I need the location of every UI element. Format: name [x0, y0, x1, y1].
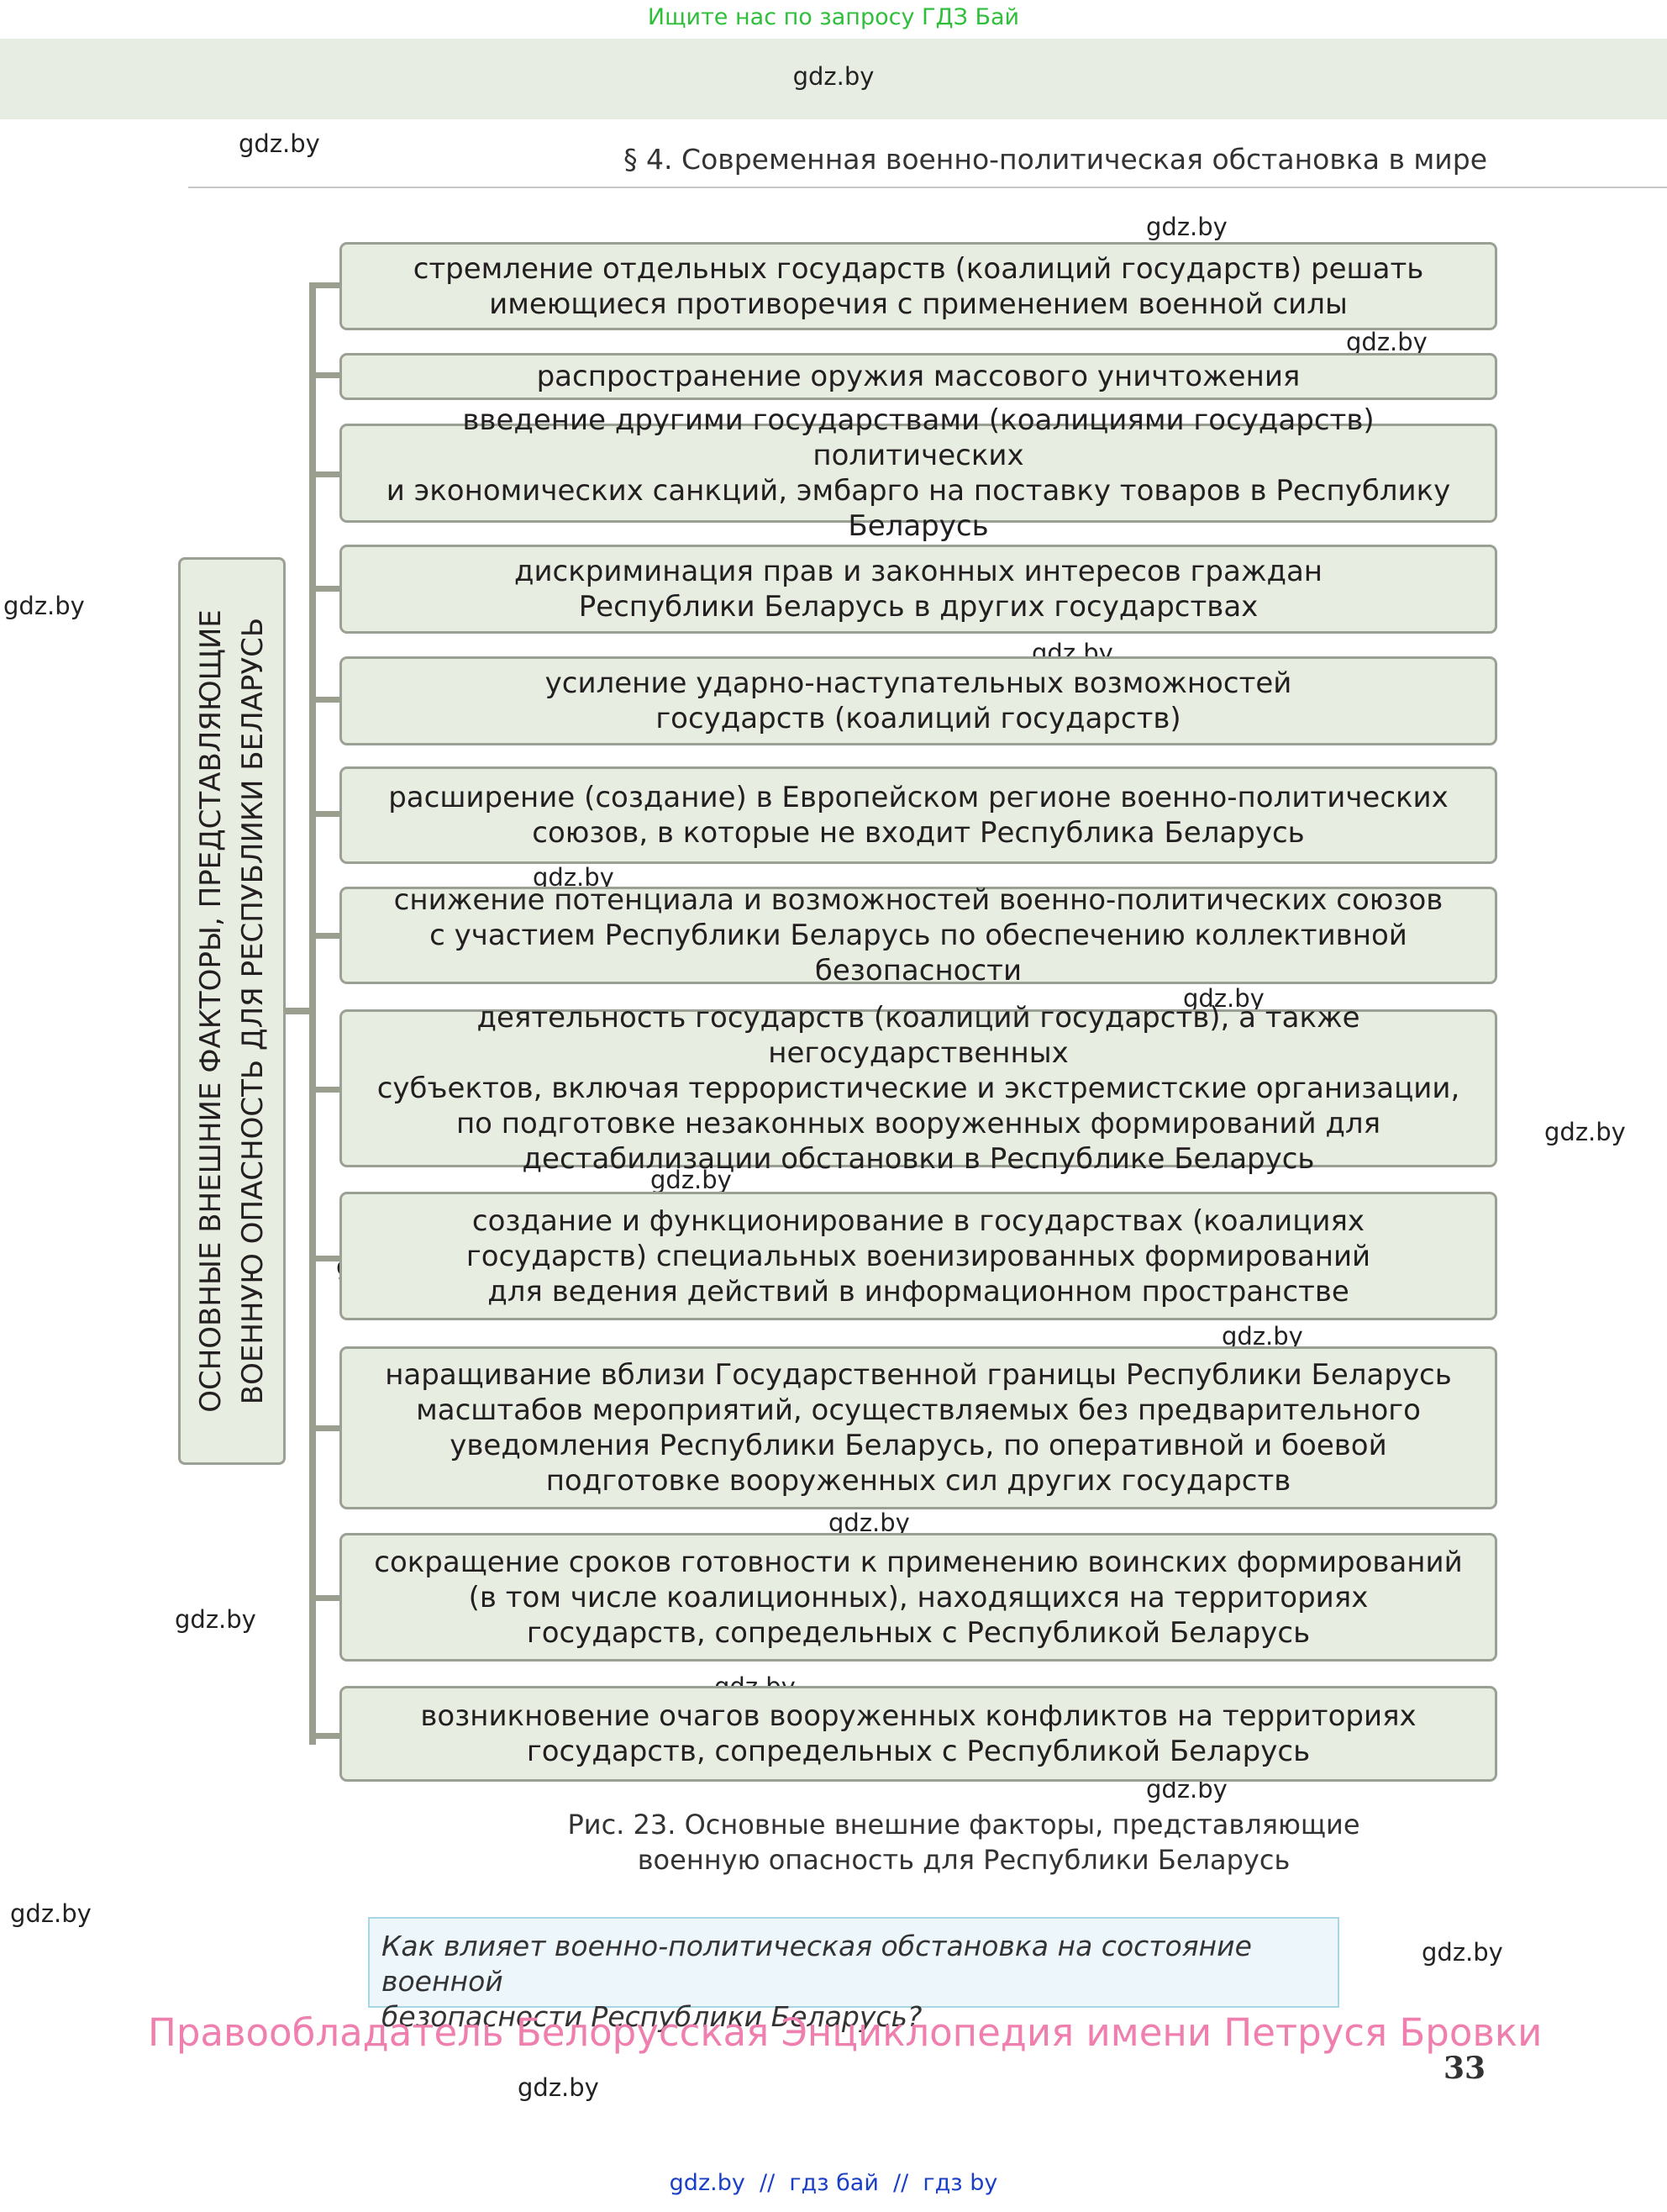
diagram-connector-stub — [286, 1008, 313, 1014]
diagram-connector-tick — [313, 1595, 341, 1601]
copyright-holder: Правообладатель Белорусская Энциклопедия… — [148, 2010, 1543, 2055]
figure-caption: Рис. 23. Основные внешние факторы, предс… — [567, 1809, 1360, 1876]
factor-text: снижение потенциала и возможностей военн… — [393, 883, 1444, 988]
factor-text: дискриминация прав и законных интересов … — [513, 555, 1323, 624]
watermark: gdz.by — [1544, 1118, 1626, 1146]
watermark: gdz.by — [175, 1605, 256, 1634]
watermark: gdz.by — [518, 2073, 599, 2102]
diagram-connector-tick — [313, 282, 341, 288]
top-banner[interactable]: Ищите нас по запросу ГДЗ Бай — [647, 4, 1020, 30]
factor-box: сокращение сроков готовности к применени… — [339, 1533, 1497, 1662]
watermark: gdz.by — [10, 1899, 92, 1928]
watermark: gdz.by — [828, 1509, 910, 1537]
factor-box: дискриминация прав и законных интересов … — [339, 545, 1497, 634]
factor-box: усиление ударно-наступательных возможнос… — [339, 656, 1497, 745]
factor-text: возникновение очагов вооруженных конфлик… — [420, 1699, 1417, 1768]
question-text: Как влияет военно-политическая обстановк… — [381, 1930, 1252, 2033]
factor-text: создание и функционирование в государств… — [465, 1203, 1371, 1309]
question-box: Как влияет военно-политическая обстановк… — [368, 1917, 1339, 2033]
diagram-connector-tick — [313, 697, 341, 703]
factor-text: распространение оружия массового уничтож… — [536, 360, 1301, 393]
header-site-bar[interactable]: gdz.by — [0, 39, 1667, 119]
factor-text: деятельность государств (коалиций госуда… — [376, 1001, 1460, 1176]
factor-text: расширение (создание) в Европейском реги… — [388, 781, 1449, 850]
watermark: gdz.by — [650, 1166, 732, 1194]
factor-box: создание и функционирование в государств… — [339, 1192, 1497, 1320]
page-number: 33 — [1444, 2051, 1486, 2086]
diagram-connector-tick — [313, 586, 341, 592]
diagram-connector-tick — [313, 1256, 341, 1261]
diagram-connector-tick — [313, 1087, 341, 1093]
header-divider — [188, 187, 1667, 188]
factor-box: возникновение очагов вооруженных конфлик… — [339, 1686, 1497, 1782]
factor-box: деятельность государств (коалиций госуда… — [339, 1001, 1497, 1176]
factor-text: стремление отдельных государств (коалици… — [413, 251, 1424, 321]
footer-links[interactable]: gdz.by // гдз бай // гдз by — [669, 2170, 998, 2196]
watermark: gdz.by — [239, 129, 320, 158]
factor-box: наращивание вблизи Государственной грани… — [339, 1346, 1497, 1509]
factor-box: стремление отдельных государств (коалици… — [339, 242, 1497, 330]
diagram-root-title: ОСНОВНЫЕ ВНЕШНИЕ ФАКТОРЫ, ПРЕДСТАВЛЯЮЩИЕ… — [194, 609, 270, 1413]
diagram-root-node: ОСНОВНЫЕ ВНЕШНИЕ ФАКТОРЫ, ПРЕДСТАВЛЯЮЩИЕ… — [178, 557, 286, 1465]
watermark: gdz.by — [1422, 1938, 1503, 1967]
diagram-connector-tick — [313, 933, 341, 939]
diagram-connector-spine — [309, 282, 316, 1745]
factor-text: введение другими государствами (коалиция… — [386, 403, 1451, 543]
watermark: gdz.by — [1222, 1322, 1303, 1351]
watermark: gdz.by — [1346, 328, 1428, 356]
watermark: gdz.by — [3, 592, 85, 620]
section-title: § 4. Современная военно-политическая обс… — [623, 143, 1487, 176]
diagram-connector-tick — [313, 811, 341, 817]
factor-box: расширение (создание) в Европейском реги… — [339, 766, 1497, 864]
factor-box: снижение потенциала и возможностей военн… — [339, 883, 1497, 988]
factor-text: сокращение сроков готовности к применени… — [374, 1545, 1463, 1650]
diagram-connector-tick — [313, 471, 341, 477]
watermark: gdz.by — [1183, 984, 1265, 1013]
factor-text: усиление ударно-наступательных возможнос… — [544, 666, 1292, 735]
factor-text: наращивание вблизи Государственной грани… — [385, 1358, 1452, 1498]
diagram-connector-tick — [313, 372, 341, 378]
watermark: gdz.by — [1146, 213, 1228, 241]
diagram-connector-tick — [313, 1425, 341, 1431]
diagram-connector-tick — [313, 1733, 341, 1739]
factor-box: распространение оружия массового уничтож… — [339, 353, 1497, 400]
factor-box: введение другими государствами (коалиция… — [339, 403, 1497, 543]
